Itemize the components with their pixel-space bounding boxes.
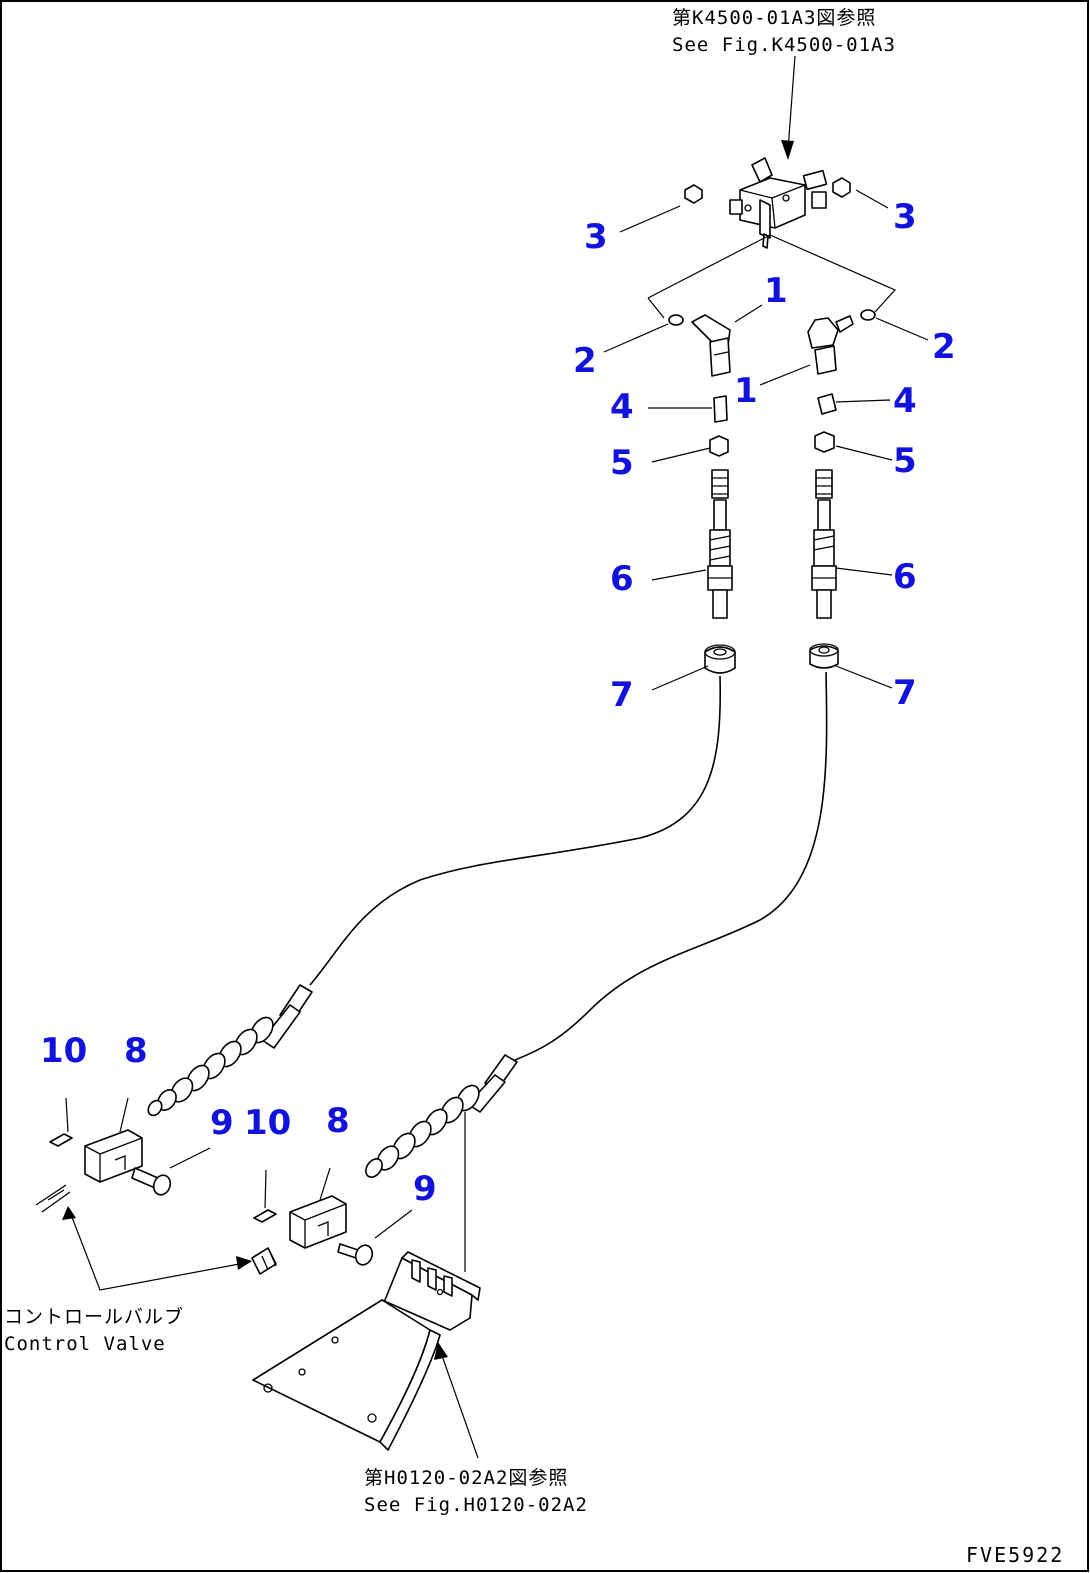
pin-10-left [49,1133,73,1147]
mounting-plate [252,1251,481,1451]
control-valve-lever-right [251,1247,277,1275]
grommet-7-right [809,643,839,669]
ref-bottom-en: See Fig.H0120-02A2 [364,1494,588,1516]
ref-bottom-jp: 第H0120-02A2図参照 [364,1467,568,1489]
callout-3-left: 3 [584,217,608,257]
callout-1-bottom: 1 [734,371,758,411]
callout-1-top: 1 [764,271,788,311]
control-valve-arrow-path [69,1211,251,1291]
callout-5-left: 5 [610,443,634,483]
callout-5-right: 5 [893,441,917,481]
elbow-joint-1-left [691,314,731,377]
pin-9-left [131,1167,172,1196]
callout-9-right: 9 [413,1169,437,1209]
ref-top-arrow [787,55,796,151]
grommet-7-left [704,644,736,674]
nut-5-right [814,431,835,453]
callout-8-left: 8 [124,1031,148,1071]
bracket-guide-lines [647,234,897,319]
callout-9-left: 9 [210,1103,234,1143]
cable-end-6-left [707,469,733,619]
fitting-4-left [713,395,728,423]
ref-top-en: See Fig.K4500-01A3 [672,34,896,56]
ref-bottom-arrowhead [434,1342,448,1360]
callout-7-right: 7 [893,673,917,713]
callout-2-left: 2 [573,341,597,381]
callout-10-left: 10 [40,1031,87,1071]
lower-cable-end-left [147,984,313,1117]
control-valve-arrowhead-left [62,1206,76,1220]
nut-5-left [709,435,729,457]
callout-3-right: 3 [893,197,917,237]
callout-leaders [65,189,929,1239]
washer-2-left [668,314,684,326]
control-cable-right [514,671,828,1061]
nut-3-right [832,177,851,198]
callout-2-right: 2 [932,327,956,367]
callout-6-left: 6 [610,559,634,599]
nut-3-left [684,184,703,204]
ref-top-jp: 第K4500-01A3図参照 [672,7,876,29]
callout-10-right: 10 [244,1103,291,1143]
callout-4-right: 4 [893,381,917,421]
control-valve-arrowhead-right [236,1256,252,1270]
callout-7-left: 7 [610,675,634,715]
pin-10-right [253,1209,277,1223]
clevis-8-right [289,1195,347,1249]
bracket-assembly [729,157,828,249]
figure-code: FVE5922 [966,1543,1064,1567]
cable-end-6-right [811,469,837,619]
callout-4-left: 4 [610,387,634,427]
washer-2-right [860,309,876,321]
elbow-joint-1-right [807,315,854,375]
callout-6-right: 6 [893,557,917,597]
control-valve-label-en: Control Valve [4,1333,166,1355]
ref-top-arrowhead [781,140,794,160]
control-valve-lever-left [35,1184,71,1213]
fitting-4-right [817,393,837,415]
ref-bottom-arrow [439,1349,479,1459]
callout-8-right: 8 [326,1101,350,1141]
control-valve-label-jp: コントロールバルブ [4,1305,184,1328]
control-cable-left [309,675,722,986]
clevis-8-left [84,1129,143,1183]
pin-9-right [337,1243,374,1266]
lower-cable-end-right [365,1054,518,1178]
